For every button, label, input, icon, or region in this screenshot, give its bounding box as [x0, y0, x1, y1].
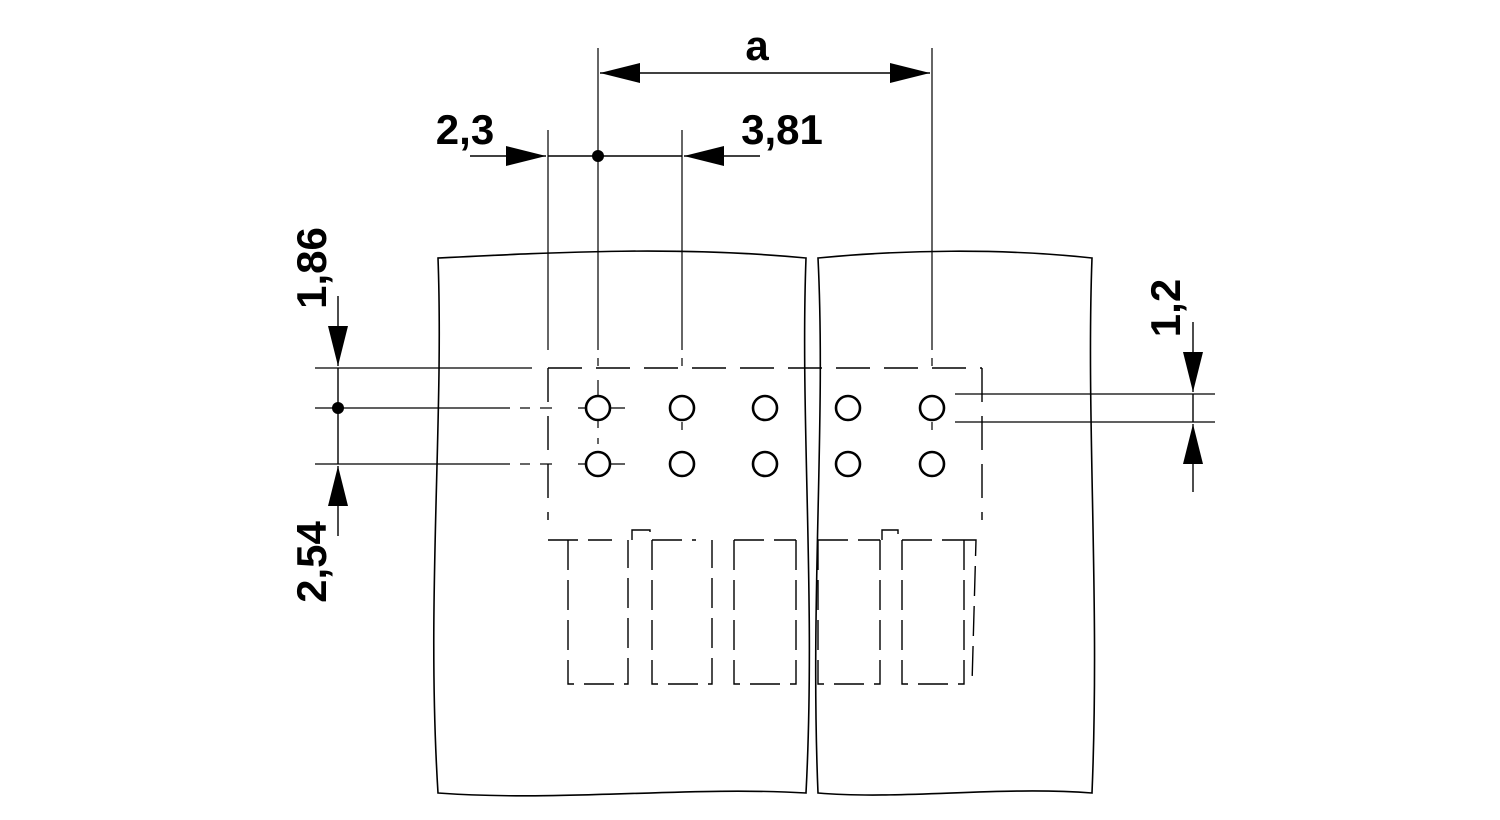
label-2-3: 2,3: [436, 106, 494, 153]
ref-dot-left: [332, 402, 344, 414]
reference-dots: [332, 150, 604, 414]
hole-r1-c1: [584, 394, 612, 422]
board-left-outline: [432, 250, 811, 797]
hole-r1-c4: [834, 394, 862, 422]
label-a: a: [745, 22, 769, 69]
hole-r2-c3: [751, 450, 779, 478]
label-3-81: 3,81: [741, 106, 823, 153]
dimension-labels: a 2,3 3,81 1,86 2,54 1,2: [288, 22, 1189, 603]
hole-r2-c1: [584, 450, 612, 478]
dimension-lines: [328, 63, 1203, 536]
hole-r2-c5: [918, 450, 946, 478]
label-1-2: 1,2: [1142, 279, 1189, 337]
label-1-86: 1,86: [288, 227, 335, 309]
center-line-dashes: [520, 358, 933, 465]
hole-r2-c2: [668, 450, 696, 478]
holes: [584, 394, 946, 478]
hole-r2-c4: [834, 450, 862, 478]
hole-r1-c2: [668, 394, 696, 422]
board-outlines: [432, 250, 1096, 797]
ref-dot-top: [592, 150, 604, 162]
housing-outlines: [548, 529, 977, 685]
hole-r1-c3: [751, 394, 779, 422]
extension-lines: [315, 48, 1215, 465]
board-right-outline: [814, 250, 1096, 796]
hole-r1-c5: [918, 394, 946, 422]
hole-area-outline: [547, 367, 983, 520]
label-2-54: 2,54: [288, 520, 335, 602]
